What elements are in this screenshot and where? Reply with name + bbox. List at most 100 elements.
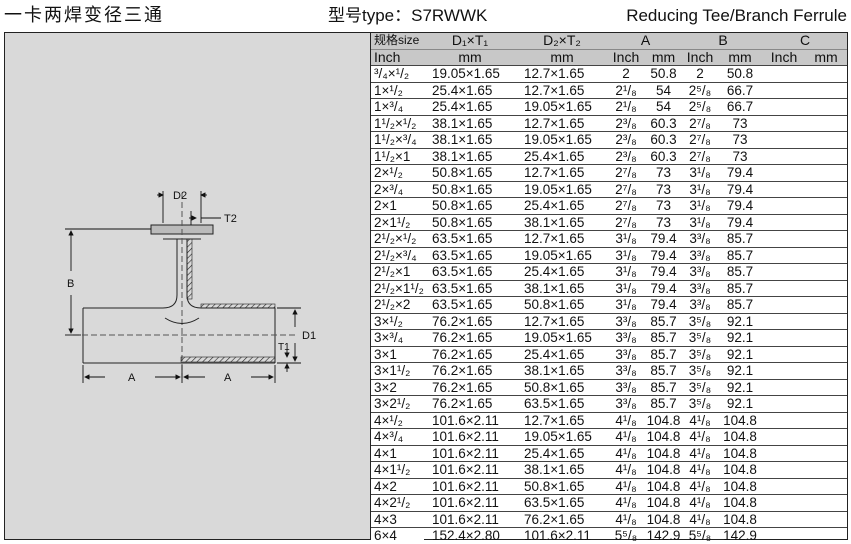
table-cell: 76.2×1.65: [432, 396, 493, 412]
table-cell: 50.8×1.65: [432, 214, 493, 230]
table-cell: 5⁵/₈: [614, 528, 638, 544]
table-cell: 142.9: [646, 528, 681, 544]
table-cell: [763, 313, 805, 330]
unit-header: mm: [717, 49, 763, 66]
table-cell: 3¹/₈: [689, 214, 711, 230]
table-cell: 38.1×1.65: [432, 148, 493, 164]
unit-header: Inch: [763, 49, 805, 66]
table-cell: 38.1×1.65: [432, 115, 493, 131]
table-cell: [805, 214, 847, 231]
table-cell: 73: [732, 148, 748, 164]
table-cell: 3¹/₈: [689, 165, 711, 181]
table-cell: 2×1¹/₂: [371, 214, 424, 231]
table-cell: 50.8×1.65: [432, 181, 493, 197]
label-t2: T2: [224, 213, 237, 225]
table-cell: 1¹/₂×³/₄: [371, 131, 424, 148]
table-cell: [763, 363, 805, 380]
table-cell: 101.6×2.11: [432, 445, 499, 461]
table-cell: [763, 396, 805, 413]
table-cell: 25.4×1.65: [432, 82, 493, 98]
table-cell: [763, 66, 805, 83]
title-english: Reducing Tee/Branch Ferrule: [626, 6, 847, 25]
table-cell: 2¹/₂×1¹/₂: [371, 280, 424, 297]
table-cell: [763, 412, 805, 429]
table-cell: [763, 181, 805, 198]
table-cell: 2¹/₂×2: [371, 296, 424, 313]
table-cell: 85.7: [650, 363, 677, 379]
table-cell: 4¹/₈: [615, 462, 637, 478]
table-cell: 2¹/₈: [615, 82, 637, 98]
header-c: C: [763, 33, 847, 49]
table-cell: 3³/₈: [689, 280, 711, 296]
table-cell: [805, 82, 847, 99]
table-cell: 4¹/₈: [615, 478, 637, 494]
table-cell: [805, 412, 847, 429]
table-cell: 79.4: [650, 247, 677, 263]
table-cell: 50.8×1.65: [524, 297, 585, 313]
table-cell: 85.7: [726, 264, 754, 280]
table-cell: 4¹/₈: [689, 429, 711, 445]
label-a-left: A: [128, 372, 136, 384]
table-cell: 2¹/₂×³/₄: [371, 247, 424, 264]
table-cell: 2¹/₂×¹/₂: [371, 230, 424, 247]
header-d1t1: D₁×T₁: [424, 33, 516, 49]
table-cell: 2⁷/₈: [689, 148, 711, 164]
table-cell: [763, 148, 805, 165]
table-cell: 12.7×1.65: [524, 82, 585, 98]
table-cell: 54: [655, 99, 672, 115]
spec-sheet-frame: D2 T2 B D1 T1 A A 规格size D₁×T₁ D₂×T₂ A: [4, 32, 848, 544]
table-cell: 4¹/₈: [689, 462, 711, 478]
unit-header: mm: [516, 49, 608, 66]
table-cell: 2×¹/₂: [371, 164, 424, 181]
table-cell: [805, 247, 847, 264]
table-cell: 3×1: [371, 346, 424, 363]
table-cell: 76.2×1.65: [524, 511, 585, 527]
table-cell: 76.2×1.65: [432, 313, 493, 329]
table-cell: [805, 297, 847, 314]
table-cell: [763, 330, 805, 347]
table-cell: 85.7: [650, 330, 677, 346]
table-cell: [805, 99, 847, 116]
table-cell: 6×4: [371, 527, 424, 544]
table-cell: [805, 379, 847, 396]
table-cell: 1×¹/₂: [371, 82, 424, 99]
table-cell: 19.05×1.65: [432, 66, 500, 82]
table-cell: 79.4: [726, 214, 754, 230]
table-cell: 3⁵/₈: [688, 379, 712, 395]
table-cell: 3×³/₄: [371, 329, 424, 346]
table-cell: 101.6×2.11: [432, 478, 499, 494]
table-cell: [805, 115, 847, 132]
table-cell: 2: [696, 66, 704, 82]
table-cell: 3¹/₈: [615, 297, 637, 313]
table-cell: 2⁷/₈: [689, 115, 711, 131]
table-cell: 4×2: [371, 478, 424, 495]
table-cell: 2⁷/₈: [615, 198, 637, 214]
table-cell: 104.8: [723, 445, 757, 461]
table-cell: 4¹/₈: [615, 511, 637, 527]
table-cell: 101.6×2.11: [432, 495, 499, 511]
table-cell: 2³/₈: [615, 148, 637, 164]
table-cell: [805, 495, 847, 512]
table-cell: 2⁷/₈: [689, 132, 711, 148]
unit-header: Inch: [683, 49, 717, 66]
table-cell: 1¹/₂×¹/₂: [371, 115, 424, 132]
table-cell: 4×1: [371, 445, 424, 462]
table-cell: 19.05×1.65: [524, 247, 592, 263]
table-cell: 92.1: [726, 379, 754, 395]
table-cell: 104.8: [723, 495, 757, 511]
table-cell: 4¹/₈: [689, 412, 711, 428]
table-cell: 4×¹/₂: [371, 412, 424, 429]
table-cell: [763, 214, 805, 231]
table-cell: 104.8: [646, 495, 681, 511]
table-cell: 92.1: [726, 346, 754, 362]
table-cell: 50.8×1.65: [432, 198, 493, 214]
table-cell: 25.4×1.65: [524, 198, 585, 214]
table-cell: 38.1×1.65: [524, 363, 585, 379]
table-cell: 63.5×1.65: [432, 264, 493, 280]
table-cell: 3¹/₈: [615, 231, 637, 247]
